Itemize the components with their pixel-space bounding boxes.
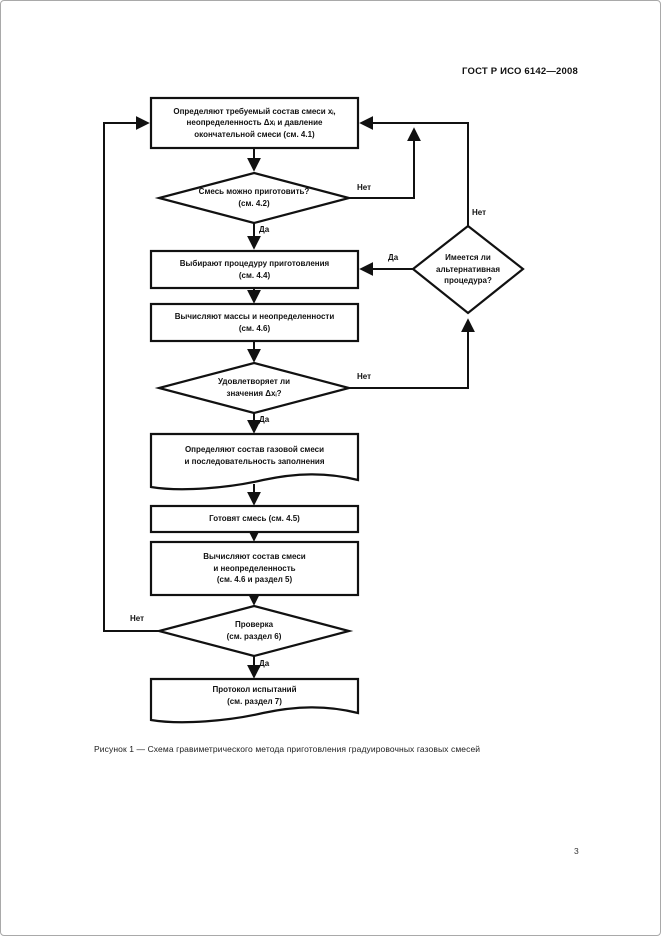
figure-caption: Рисунок 1 — Схема гравиметрического мето… [94,744,481,754]
decision-verify-shape [154,604,354,658]
edge-delta-no [349,318,475,389]
standard-header: ГОСТ Р ИСО 6142—2008 [462,66,578,77]
process-calc-masses-shape [149,302,360,343]
edge-label-verify-no: Нет [130,614,145,623]
edge-alternative-no-return [359,116,469,226]
decision-alternative-shape [411,224,525,315]
process-prepare-shape [149,504,360,534]
flow-shapes [149,96,525,724]
process-define-shape [149,96,360,150]
edge-label-alternative-no: Нет [472,208,487,217]
document-determine-composition-shape [149,432,360,491]
edge-label-delta-no: Нет [357,372,372,381]
flow-connectors [103,116,475,679]
decision-delta-ok-shape [154,361,354,415]
edge-verify-no-loop [103,116,159,632]
edge-label-delta-yes: Да [259,415,270,424]
decision-can-prepare-shape [154,171,354,225]
edge-label-canprepare-no: Нет [357,183,372,192]
process-calc-composition-shape [149,540,360,597]
process-select-procedure-shape [149,249,360,290]
edge-label-alternative-yes: Да [388,253,399,262]
page-number: 3 [574,846,579,856]
document-report-shape [149,677,360,724]
edge-label-canprepare-yes: Да [259,225,270,234]
edge-can-prepare-no [349,127,421,199]
edge-label-verify-yes: Да [259,659,270,668]
